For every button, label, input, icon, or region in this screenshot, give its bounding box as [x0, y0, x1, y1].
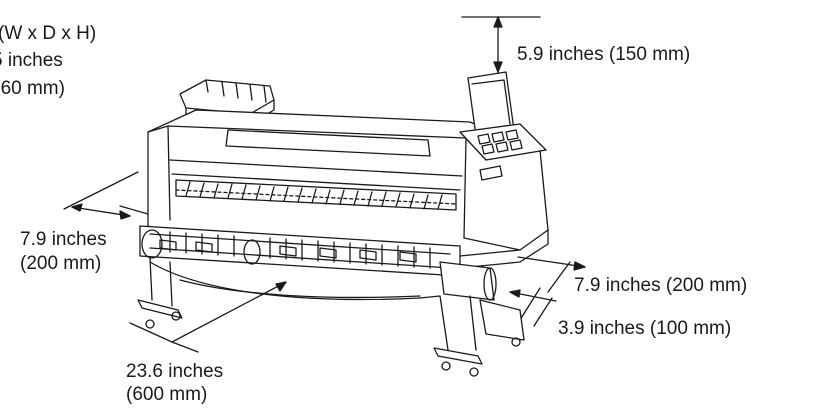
- top-clearance-dimension-line: [461, 16, 541, 75]
- top-clearance-label: 5.9 inches (150 mm): [517, 44, 691, 65]
- left-clearance-dimension-line: [63, 171, 149, 220]
- right-rear-clearance-label: 3.9 inches (100 mm): [558, 318, 732, 339]
- right-side-clearance-label: 7.9 inches (200 mm): [574, 275, 748, 296]
- dimensions-header-line3: 560 mm): [0, 78, 65, 99]
- right-rear-clearance-dimension-line: [509, 287, 557, 327]
- printer-stand: [137, 257, 525, 377]
- roll-holder-assembly: [139, 225, 497, 301]
- right-side-clearance-dimension-line: [517, 256, 586, 293]
- front-clearance-dimension-line: [129, 281, 287, 353]
- dimensions-header-line1: (W x D x H): [0, 23, 97, 44]
- front-clearance-label-line2: (600 mm): [126, 384, 208, 405]
- left-clearance-label-line2: (200 mm): [20, 253, 102, 274]
- dimensions-header-line2: 5 inches: [0, 50, 63, 71]
- front-clearance-label-line1: 23.6 inches: [126, 361, 224, 382]
- ink-tank-area: [459, 123, 547, 161]
- left-clearance-label-line1: 7.9 inches: [20, 229, 107, 250]
